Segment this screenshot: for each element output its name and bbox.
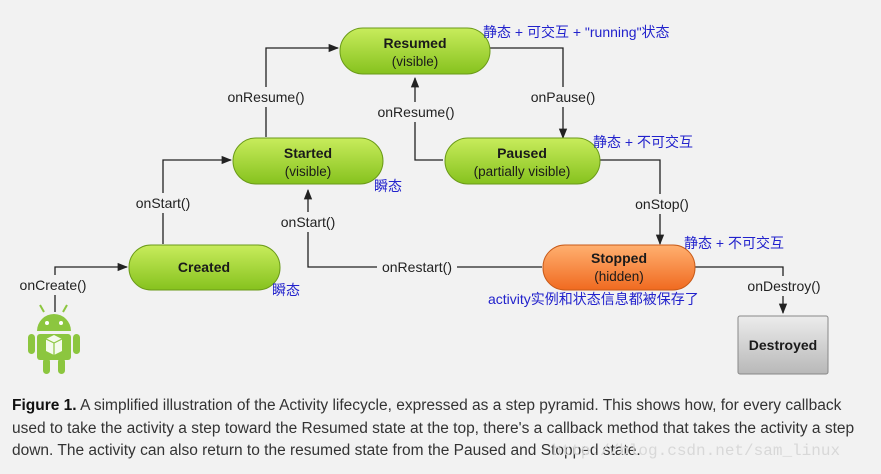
label-onstop: onStop() [635,196,689,212]
state-started: Started (visible) [232,137,384,185]
resumed-subtitle: (visible) [392,54,439,69]
android-icon [28,304,80,374]
edge-onstop [600,159,665,246]
label-ondestroy: onDestroy() [747,278,820,294]
caption-text: A simplified illustration of the Activit… [12,397,855,459]
edge-onstart [162,155,233,244]
edge-ondestroy [695,266,788,315]
edge-oncreate [54,262,129,312]
state-destroyed: Destroyed [737,315,829,375]
resumed-title: Resumed [383,35,446,51]
created-title: Created [178,259,230,275]
label-onstart-left: onStart() [136,195,190,211]
edge-onpause [490,47,568,140]
stopped-subtitle: (hidden) [594,269,644,284]
note-started: 瞬态 [374,178,402,194]
label-oncreate: onCreate() [20,277,87,293]
label-onstart-middle: onStart() [281,214,335,230]
note-created: 瞬态 [272,282,300,298]
note-stopped-saved: activity实例和状态信息都被保存了 [488,291,699,307]
edge-onresume-left [265,43,340,137]
paused-subtitle: (partially visible) [474,164,571,179]
label-onresume-left: onResume() [227,89,304,105]
watermark: http://blog.csdn.net/sam_linux [552,442,841,460]
activity-lifecycle-diagram: Resumed (visible) Started (visible) Crea… [19,24,829,375]
state-stopped: Stopped (hidden) [542,244,696,291]
edge-onrestart [303,188,542,268]
started-subtitle: (visible) [285,164,332,179]
note-resumed: 静态 + 可交互 + "running"状态 [483,24,670,40]
destroyed-title: Destroyed [749,337,817,353]
state-resumed: Resumed (visible) [339,27,491,75]
state-paused: Paused (partially visible) [444,137,601,185]
started-title: Started [284,145,332,161]
caption-label: Figure 1. [12,397,77,414]
figure-caption: Figure 1. A simplified illustration of t… [12,395,874,463]
stopped-title: Stopped [591,250,647,266]
state-created: Created [128,244,281,291]
label-onpause: onPause() [531,89,596,105]
note-paused: 静态 + 不可交互 [593,134,693,150]
note-stopped: 静态 + 不可交互 [684,235,784,251]
label-onresume-middle: onResume() [377,104,454,120]
label-onrestart: onRestart() [382,259,452,275]
paused-title: Paused [497,145,547,161]
